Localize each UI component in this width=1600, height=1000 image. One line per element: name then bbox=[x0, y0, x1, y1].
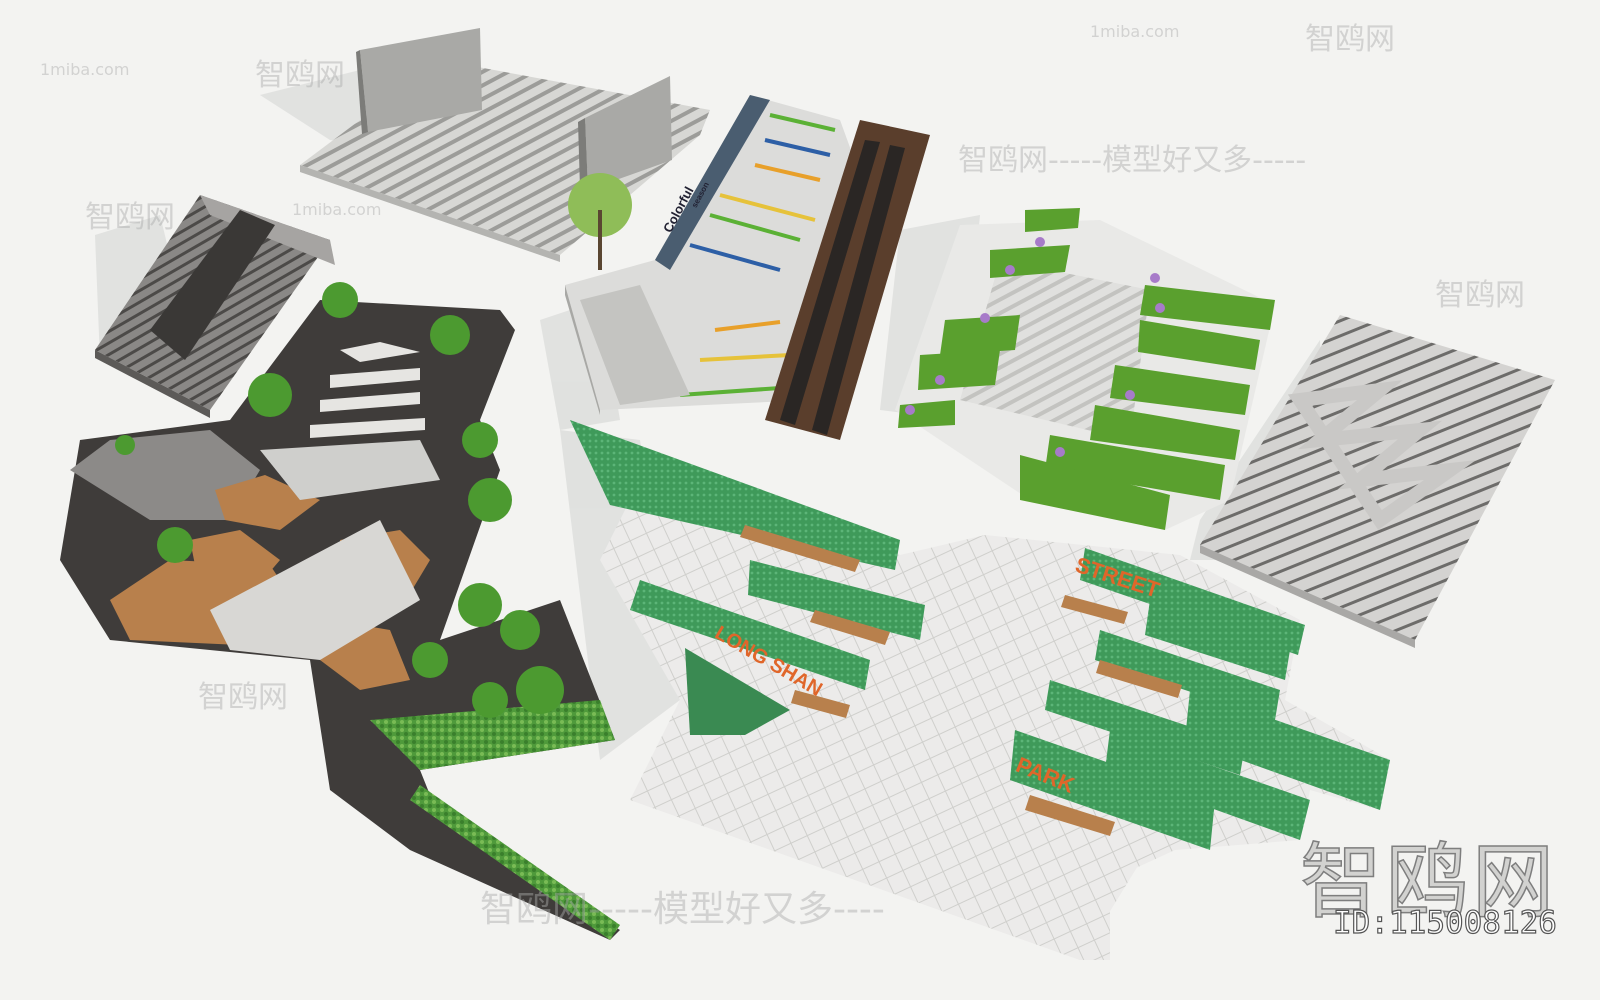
watermark-corner-brand: 智鸥网 bbox=[1299, 834, 1559, 931]
watermark-site: 1miba.com bbox=[40, 60, 130, 79]
top-stair-block bbox=[300, 28, 710, 262]
watermark-id: ID:115008126 bbox=[1332, 904, 1557, 941]
terraced-landscape bbox=[60, 282, 620, 940]
watermark-brand: 智鸥网 bbox=[198, 680, 288, 715]
dark-stair-pyramid bbox=[95, 195, 335, 418]
zigzag-stair-slab bbox=[1200, 315, 1555, 648]
watermark-bottom: 智鸥网-----模型好又多---- bbox=[480, 889, 885, 930]
green-terrace-stairs bbox=[895, 208, 1275, 530]
concrete-wall bbox=[360, 28, 482, 132]
colorful-stairs bbox=[565, 95, 860, 415]
wood-benches bbox=[740, 525, 1182, 836]
watermark-site: 1miba.com bbox=[1090, 22, 1180, 41]
tree bbox=[568, 173, 632, 237]
watermark-brand: 智鸥网 bbox=[85, 200, 175, 235]
watermark-brand: 智鸥网 bbox=[1305, 22, 1395, 57]
shrubs bbox=[115, 282, 564, 718]
watermark-brand: 智鸥网 bbox=[1435, 278, 1525, 313]
concrete-wall bbox=[585, 76, 672, 190]
hedge bbox=[570, 420, 900, 570]
watermark-brand: 智鸥网 bbox=[255, 58, 345, 93]
plaza-stairs bbox=[570, 420, 1390, 960]
watermark-slogan: 智鸥网-----模型好又多----- bbox=[958, 143, 1307, 178]
watermark-site: 1miba.com bbox=[292, 200, 382, 219]
colorful-sign-wall bbox=[655, 95, 770, 270]
grass-planters bbox=[898, 208, 1275, 530]
escalator bbox=[765, 120, 930, 440]
